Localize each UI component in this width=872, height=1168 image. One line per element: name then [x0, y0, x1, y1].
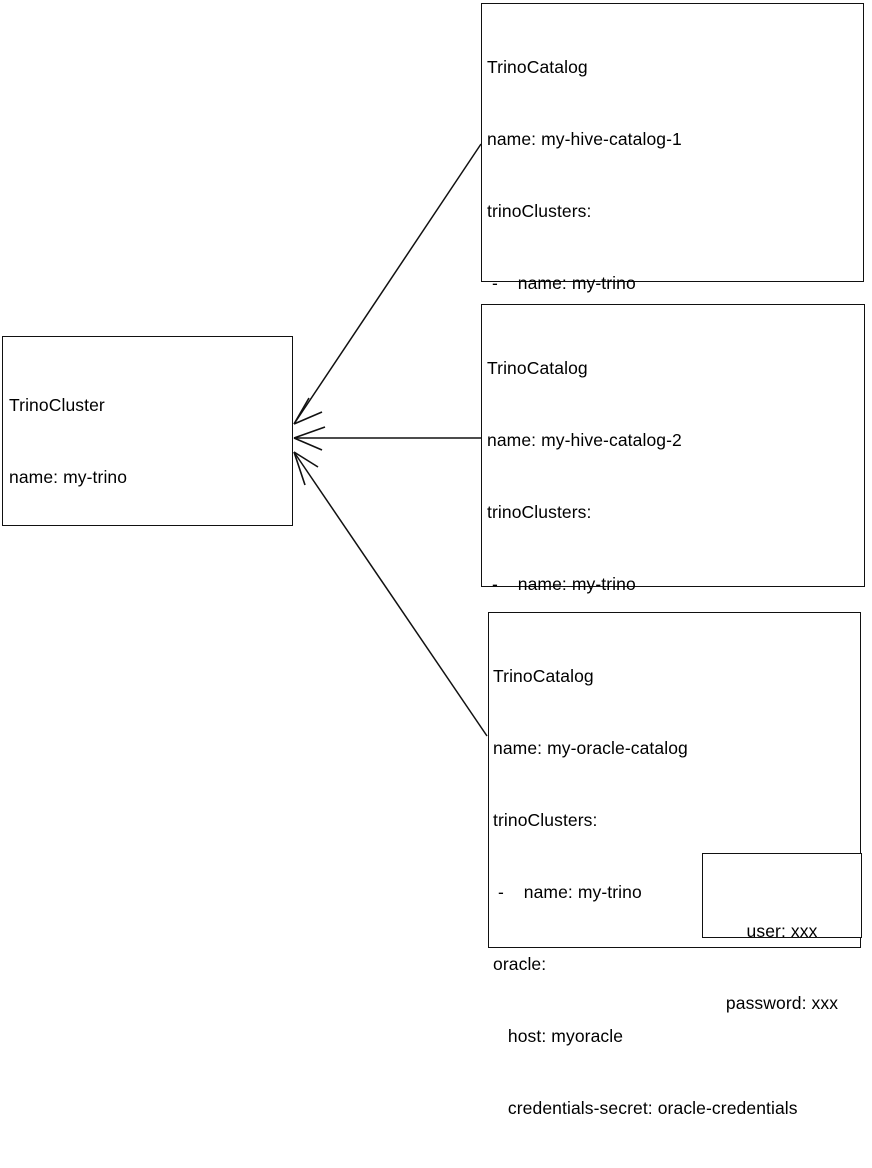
text-line: trinoClusters:	[493, 810, 598, 830]
node-catalog-my-hive-catalog-1[interactable]: TrinoCatalog name: my-hive-catalog-1 tri…	[481, 3, 864, 653]
edge-line	[293, 143, 482, 425]
text-line: credentials-secret: oracle-credentials	[493, 1098, 798, 1118]
text-line: name: my-hive-catalog-2	[487, 430, 682, 450]
text-line: TrinoCatalog	[487, 57, 588, 77]
node-catalog-my-oracle-catalog[interactable]: TrinoCatalog name: my-oracle-catalog tri…	[488, 612, 862, 1118]
text-line: - name: my-trino	[487, 574, 636, 594]
text-line: name: my-trino	[9, 467, 128, 487]
edge-line	[293, 451, 488, 737]
text-line: password: xxx	[725, 993, 839, 1013]
edge-catalog-hive-2-to-cluster	[293, 426, 481, 451]
node-oracle-credentials-secret-text: user: xxx password: xxx	[703, 854, 861, 1063]
text-line: TrinoCatalog	[487, 358, 588, 378]
text-line: user: xxx	[746, 921, 818, 941]
text-line: name: my-oracle-catalog	[493, 738, 688, 758]
text-line: trinoClusters:	[487, 201, 592, 221]
arrowhead-barb-upper	[293, 451, 319, 468]
text-line: TrinoCatalog	[493, 666, 594, 686]
text-line: trinoClusters:	[487, 502, 592, 522]
text-line: name: my-hive-catalog-1	[487, 129, 682, 149]
text-line: - name: my-trino	[487, 273, 636, 293]
arrowhead-barb-lower	[293, 437, 323, 451]
node-oracle-credentials-secret[interactable]: user: xxx password: xxx	[702, 853, 862, 1013]
arrowhead-barb-upper	[293, 411, 323, 425]
edge-catalog-hive-1-to-cluster	[293, 143, 482, 425]
node-catalog-my-hive-catalog-2[interactable]: TrinoCatalog name: my-hive-catalog-2 tri…	[481, 304, 865, 882]
text-line: - name: my-trino	[493, 882, 642, 902]
arrowhead-barb-lower	[293, 397, 310, 425]
node-trino-cluster[interactable]: TrinoCluster name: my-trino	[2, 336, 293, 526]
arrowhead-barb-lower	[293, 451, 306, 486]
diagram-canvas: TrinoCluster name: my-trino TrinoCatalog…	[2, 3, 865, 1118]
arrowhead-barb-upper	[293, 426, 326, 439]
text-line: TrinoCluster	[9, 395, 105, 415]
node-trino-cluster-text: TrinoCluster name: my-trino	[9, 345, 290, 537]
edge-catalog-oracle-to-cluster	[293, 451, 488, 737]
